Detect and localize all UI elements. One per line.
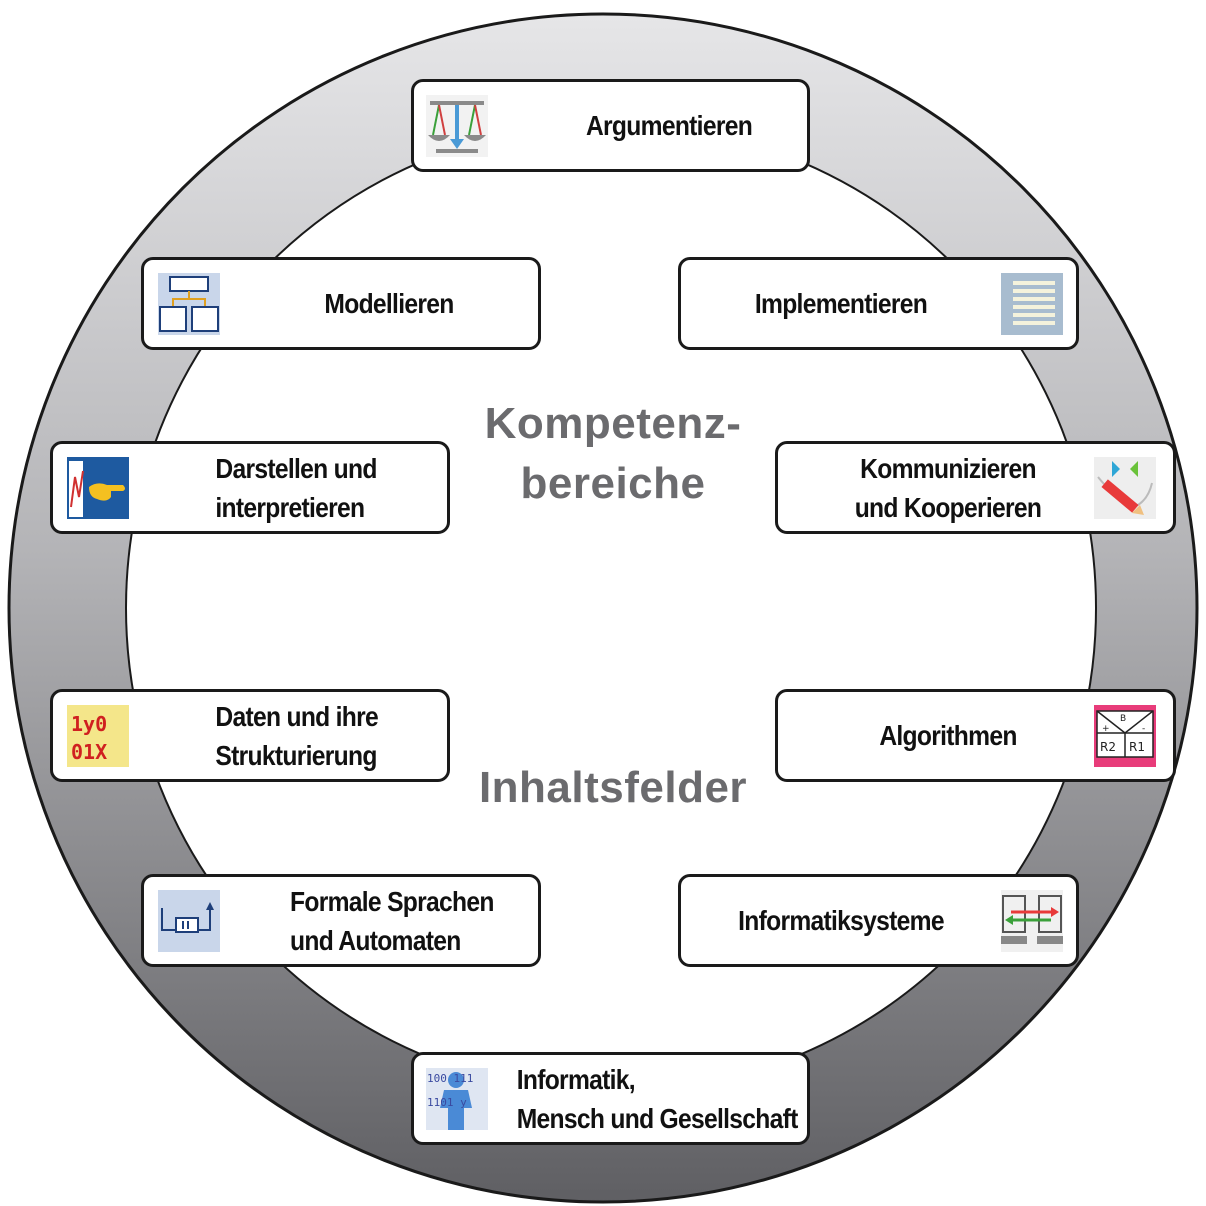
svg-text:1y0: 1y0	[71, 712, 107, 736]
svg-text:01X: 01X	[71, 740, 107, 764]
pointing-hand-icon	[67, 457, 129, 519]
data-code-icon: 1y0 01X	[67, 705, 129, 767]
box-algorithmen[interactable]: Algorithmen B + - R2 R1	[775, 689, 1176, 782]
svg-text:100 111: 100 111	[427, 1072, 473, 1085]
box-mensch-label: Informatik, Mensch und Gesellschaft	[516, 1063, 799, 1134]
structogram-icon: B + - R2 R1	[1094, 705, 1156, 767]
binary-person-icon: 100 111 1101 y	[426, 1068, 488, 1130]
svg-text:R1: R1	[1129, 740, 1145, 754]
code-lines-icon	[1001, 273, 1063, 335]
box-informatiksysteme-label: Informatiksysteme	[738, 905, 944, 936]
pencil-arrows-icon	[1094, 457, 1156, 519]
box-argumentieren[interactable]: Argumentieren	[411, 79, 810, 172]
box-formale[interactable]: Formale Sprachen und Automaten	[141, 874, 541, 967]
networked-computers-icon	[1001, 890, 1063, 952]
scales-icon	[426, 95, 488, 157]
title-bereiche: bereiche	[520, 459, 706, 508]
box-modellieren[interactable]: Modellieren	[141, 257, 541, 350]
box-darstellen-label: Darstellen und interpretieren	[215, 452, 377, 523]
svg-text:B: B	[1120, 714, 1126, 724]
title-inhaltsfelder: Inhaltsfelder	[478, 763, 748, 812]
box-modellieren-label: Modellieren	[324, 288, 454, 319]
hierarchy-diagram-icon	[158, 273, 220, 335]
svg-text:-: -	[1142, 724, 1145, 734]
box-kommunizieren-label: Kommunizieren und Kooperieren	[854, 452, 1042, 523]
box-daten[interactable]: 1y0 01X Daten und ihre Strukturierung	[50, 689, 450, 782]
automaton-icon	[158, 890, 220, 952]
svg-text:R2: R2	[1100, 740, 1116, 754]
box-algorithmen-label: Algorithmen	[879, 720, 1017, 751]
box-informatiksysteme[interactable]: Informatiksysteme	[678, 874, 1079, 967]
box-kommunizieren[interactable]: Kommunizieren und Kooperieren	[775, 441, 1176, 534]
box-implementieren-label: Implementieren	[754, 288, 928, 319]
title-kompetenz: Kompetenz-	[484, 399, 742, 448]
box-daten-label: Daten und ihre Strukturierung	[215, 700, 379, 771]
box-argumentieren-label: Argumentieren	[585, 110, 753, 141]
box-darstellen[interactable]: Darstellen und interpretieren	[50, 441, 450, 534]
box-formale-label: Formale Sprachen und Automaten	[290, 885, 494, 956]
box-mensch[interactable]: 100 111 1101 y Informatik, Mensch und Ge…	[411, 1052, 810, 1145]
svg-text:1101 y: 1101 y	[427, 1096, 467, 1109]
box-implementieren[interactable]: Implementieren	[678, 257, 1079, 350]
svg-text:+: +	[1102, 724, 1110, 734]
